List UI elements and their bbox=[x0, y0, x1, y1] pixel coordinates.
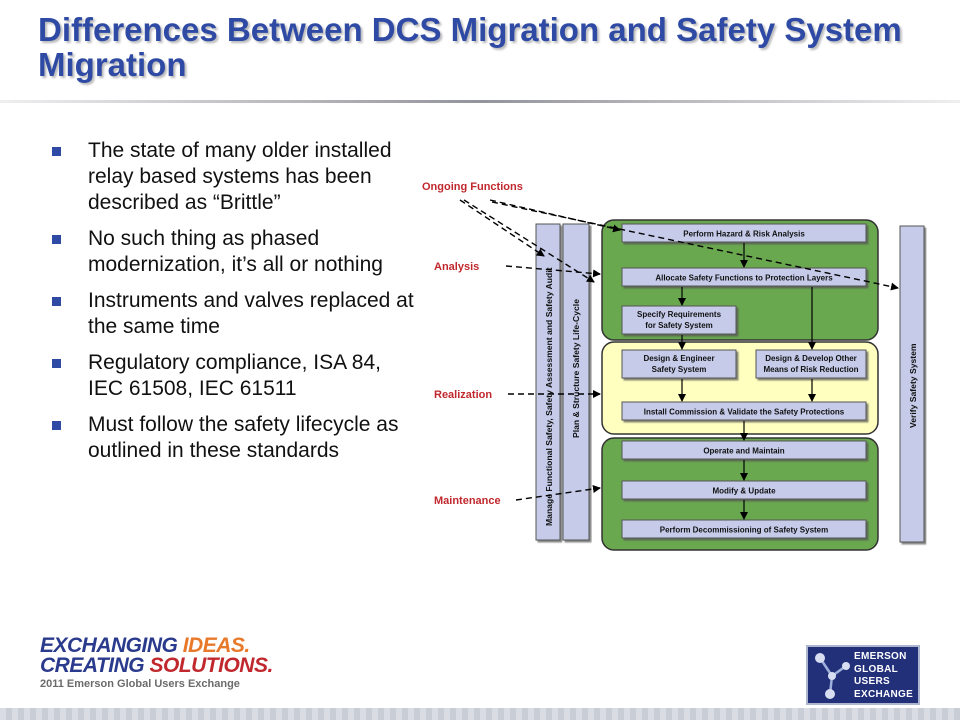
label-ongoing-functions: Ongoing Functions bbox=[422, 181, 523, 193]
exchanging-ideas-logo: EXCHANGING IDEAS. CREATING SOLUTIONS. 20… bbox=[40, 634, 273, 690]
specify-requirements-line1: Specify Requirements bbox=[637, 310, 722, 319]
hazard-risk-text: Perform Hazard & Risk Analysis bbox=[683, 230, 805, 239]
decommission-text: Perform Decommissioning of Safety System bbox=[660, 526, 829, 535]
footer-tagline-accent: IDEAS. bbox=[182, 634, 251, 657]
pointer-ongoing-to-plan bbox=[463, 199, 595, 283]
footer-event-name: 2011 Emerson Global Users Exchange bbox=[40, 678, 240, 690]
verify-safety-system-bar bbox=[899, 225, 925, 543]
allocate-text: Allocate Safety Functions to Protection … bbox=[655, 274, 833, 283]
logo-word: EMERSON bbox=[854, 651, 907, 662]
bullet-item: No such thing as phased modernization, i… bbox=[50, 226, 420, 278]
pointer-ongoing-to-verify bbox=[491, 201, 899, 291]
bullet-list: The state of many older installed relay … bbox=[50, 138, 420, 474]
footer-strip bbox=[0, 708, 960, 720]
bullet-text: Regulatory compliance, ISA 84, IEC 61508… bbox=[88, 351, 381, 400]
verify-safety-system-label: Verify Safety System bbox=[908, 343, 918, 428]
hazard-risk-box bbox=[621, 223, 867, 243]
design-engineer-line1: Design & Engineer bbox=[643, 354, 714, 363]
modify-update-text: Modify & Update bbox=[712, 487, 776, 496]
install-commission-box bbox=[621, 401, 867, 421]
footer-tagline-part: EXCHANGING bbox=[40, 634, 183, 657]
design-other-line2: Means of Risk Reduction bbox=[763, 365, 858, 374]
label-maintenance: Maintenance bbox=[434, 495, 501, 507]
operate-maintain-text: Operate and Maintain bbox=[703, 447, 784, 456]
specify-requirements-box bbox=[621, 305, 737, 335]
bullet-item: The state of many older installed relay … bbox=[50, 138, 420, 216]
design-other-line1: Design & Develop Other bbox=[765, 354, 857, 363]
square-bullet-icon bbox=[52, 421, 61, 430]
pointer-analysis bbox=[505, 265, 601, 278]
manage-functional-safety-bar bbox=[535, 223, 561, 541]
specify-requirements-line2: for Safety System bbox=[645, 321, 713, 330]
footer-tagline-line1: EXCHANGING IDEAS. bbox=[40, 634, 273, 657]
bullet-item: Instruments and valves replaced at the s… bbox=[50, 288, 420, 340]
manage-functional-safety-label: Manage Functional Safety, Safety Assessm… bbox=[544, 267, 554, 526]
install-commission-text: Install Commission & Validate the Safety… bbox=[644, 408, 845, 417]
decommission-box bbox=[621, 519, 867, 539]
bullet-text: Must follow the safety lifecycle as outl… bbox=[88, 413, 399, 462]
emerson-global-users-exchange-logo: EMERSON GLOBAL USERS EXCHANGE bbox=[806, 645, 920, 705]
modify-update-box bbox=[621, 480, 867, 500]
footer-tagline-line2: CREATING SOLUTIONS. bbox=[40, 654, 273, 677]
pointer-maintenance bbox=[515, 485, 601, 501]
network-nodes-icon bbox=[815, 653, 850, 699]
label-analysis: Analysis bbox=[434, 261, 479, 273]
allocate-box bbox=[621, 267, 867, 287]
flow-arrows bbox=[678, 243, 816, 520]
logo-word: EXCHANGE bbox=[854, 688, 914, 700]
logo-word: USERS bbox=[854, 676, 890, 687]
plan-structure-label: Plan & Structure Safety Life-Cycle bbox=[571, 299, 581, 438]
pointer-arrows bbox=[459, 199, 899, 501]
square-bullet-icon bbox=[52, 359, 61, 368]
bullet-text: Instruments and valves replaced at the s… bbox=[88, 289, 414, 338]
slide-title: Differences Between DCS Migration and Sa… bbox=[38, 11, 902, 83]
bullet-text: No such thing as phased modernization, i… bbox=[88, 227, 383, 276]
design-engineer-box bbox=[621, 349, 737, 379]
logo-wordmark: EMERSON GLOBAL USERS EXCHANGE bbox=[854, 651, 913, 701]
square-bullet-icon bbox=[52, 147, 61, 156]
bullet-text: The state of many older installed relay … bbox=[88, 139, 392, 214]
footer-tagline-accent: SOLUTIONS. bbox=[149, 654, 273, 677]
operate-maintain-box bbox=[621, 440, 867, 460]
square-bullet-icon bbox=[52, 235, 61, 244]
design-other-box bbox=[755, 349, 867, 379]
label-realization: Realization bbox=[434, 389, 492, 401]
square-bullet-icon bbox=[52, 297, 61, 306]
title-divider bbox=[0, 100, 960, 103]
pointer-ongoing-to-manage bbox=[459, 199, 545, 257]
pointer-ongoing-to-hazard bbox=[489, 199, 621, 233]
logo-word: GLOBAL bbox=[854, 663, 899, 675]
safety-lifecycle-diagram: Ongoing Functions Analysis Realization M… bbox=[422, 181, 925, 551]
bullet-item: Must follow the safety lifecycle as outl… bbox=[50, 412, 420, 464]
footer-tagline-part: CREATING bbox=[40, 654, 150, 677]
bullet-item: Regulatory compliance, ISA 84, IEC 61508… bbox=[50, 350, 420, 402]
design-engineer-line2: Safety System bbox=[652, 365, 707, 374]
